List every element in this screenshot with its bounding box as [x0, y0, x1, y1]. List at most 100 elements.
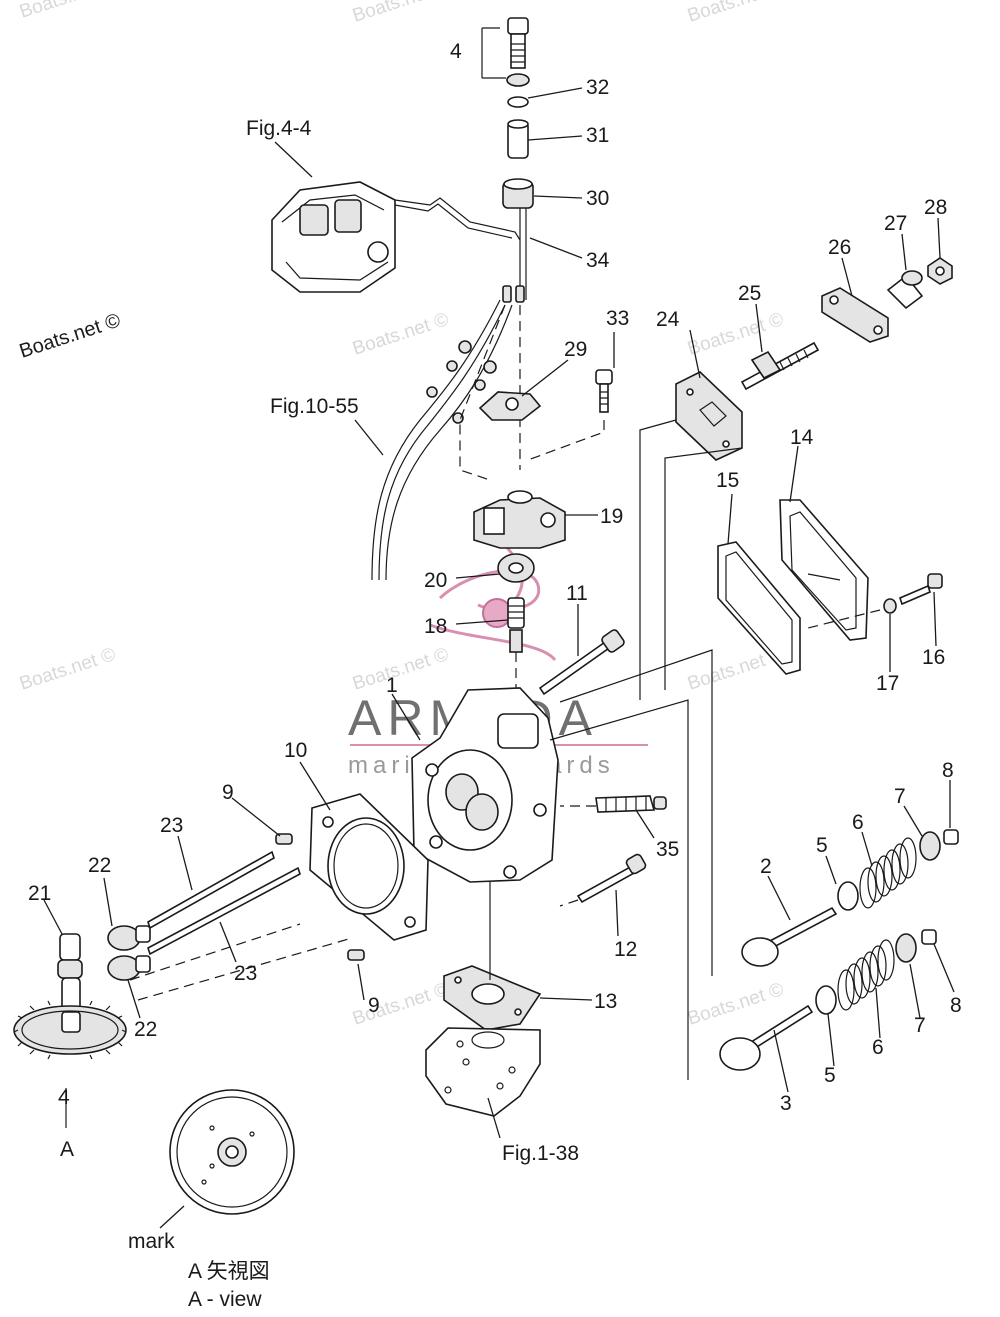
cam-20 [497, 553, 535, 583]
cover-14 [779, 499, 869, 641]
plunger-18 [507, 597, 525, 653]
callout-20: 20 [424, 569, 447, 592]
callout-14: 14 [790, 426, 814, 449]
dash-33 [527, 420, 605, 461]
bolt-16 [899, 573, 943, 606]
spring-6b [837, 939, 895, 1011]
callout-13: 13 [594, 990, 617, 1013]
arrow-mark [159, 1205, 185, 1229]
view-caption-jp: A 矢視図 [188, 1260, 270, 1283]
spark-plug-35 [595, 795, 667, 813]
fig-ref-4-4: Fig.4-4 [246, 117, 312, 140]
spring-6a [859, 837, 917, 909]
callout-5: 5 [816, 834, 828, 857]
callout-26: 26 [828, 236, 851, 259]
callout-25: 25 [738, 282, 761, 305]
dash-12 [559, 899, 579, 907]
callout-17: 17 [876, 672, 899, 695]
bracket-30 [502, 178, 534, 300]
seal-5b [815, 985, 837, 1015]
leader-lines [43, 87, 955, 1093]
watermark: Boats.net © [685, 979, 786, 1030]
line-24b [664, 447, 743, 690]
retainer-7a [919, 831, 941, 861]
callout-15: 15 [716, 469, 739, 492]
throttle-body-19 [473, 490, 566, 549]
watermark: Boats.net [17, 0, 101, 23]
watermark: Boats.net [685, 0, 769, 27]
bolt-12 [576, 853, 647, 904]
dowel-9b [347, 949, 365, 961]
callout-30: 30 [586, 187, 609, 210]
callout-8: 8 [950, 994, 962, 1017]
bolt-4-top [507, 17, 529, 69]
callout-31: 31 [586, 124, 609, 147]
leader-fig-1-38 [487, 1097, 501, 1139]
route-line-b [549, 699, 689, 1080]
callout-33: 33 [606, 307, 629, 330]
watermark: Boats.net © [17, 644, 118, 695]
view-caption-en: A - view [188, 1288, 262, 1311]
watermark: Boats.net © [685, 309, 786, 360]
lever-29 [478, 391, 542, 421]
callout-5: 5 [824, 1064, 836, 1087]
callout-18: 18 [424, 615, 447, 638]
callout-32: 32 [586, 76, 609, 99]
lifters-22 [107, 925, 151, 981]
line-24 [639, 419, 677, 700]
callout-4: 4 [58, 1086, 70, 1109]
copyright-notice: Boats.net © [17, 309, 124, 362]
bracket-line-4 [481, 27, 506, 79]
seal-5a [837, 881, 859, 911]
callout-23: 23 [160, 814, 183, 837]
push-rods-23 [147, 850, 301, 956]
callout-9: 9 [222, 781, 234, 804]
callout-1: 1 [386, 674, 398, 697]
valve-3 [719, 1004, 814, 1071]
callout-3: 3 [780, 1092, 792, 1115]
plate-26 [821, 287, 889, 343]
callout-7: 7 [914, 1014, 926, 1037]
callout-2: 2 [760, 855, 772, 878]
cotter-8b [921, 929, 937, 945]
washer-32 [507, 96, 529, 108]
carburetor [271, 181, 521, 293]
callout-6: 6 [852, 811, 864, 834]
nut-28 [927, 257, 953, 285]
callout-34: 34 [586, 249, 610, 272]
retainer-7b [895, 933, 917, 963]
gasket-fig-1-38 [425, 1027, 541, 1117]
a-view-gear [169, 1089, 295, 1215]
callout-27: 27 [884, 212, 907, 235]
callout-11: 11 [566, 582, 588, 605]
watermark: Boats.net © [350, 644, 451, 695]
callout-23: 23 [234, 962, 257, 985]
watermark: Boats.net © [350, 309, 451, 360]
callout-10: 10 [284, 739, 307, 762]
callout-16: 16 [922, 646, 945, 669]
callout-numbers: 4 32 31 30 34 33 29 24 25 26 27 28 14 15… [28, 40, 962, 1115]
callout-22: 22 [134, 1018, 157, 1041]
leader-fig-4-4 [274, 141, 313, 178]
camshaft-21 [13, 933, 127, 1060]
callout-22: 22 [88, 854, 111, 877]
callout-28: 28 [924, 196, 947, 219]
watermark: Boats.net [350, 0, 434, 27]
plate-24 [675, 371, 743, 461]
valve-2 [741, 906, 838, 967]
callout-12: 12 [614, 938, 637, 961]
leader-fig-10-55 [354, 419, 384, 456]
bolt-11 [538, 629, 625, 696]
bolt-33 [595, 369, 613, 413]
fig-ref-10-55: Fig.10-55 [270, 395, 359, 418]
cylinder-head-1 [411, 687, 559, 883]
washer-17 [883, 598, 897, 614]
callout-35: 35 [656, 838, 679, 861]
watermark: Boats.net © [350, 979, 451, 1030]
fuel-lines [371, 285, 525, 581]
gasket-15 [717, 541, 801, 675]
dash-lifters [129, 923, 353, 1001]
mark-label: mark [128, 1230, 175, 1253]
fig-ref-1-38: Fig.1-38 [502, 1142, 579, 1165]
